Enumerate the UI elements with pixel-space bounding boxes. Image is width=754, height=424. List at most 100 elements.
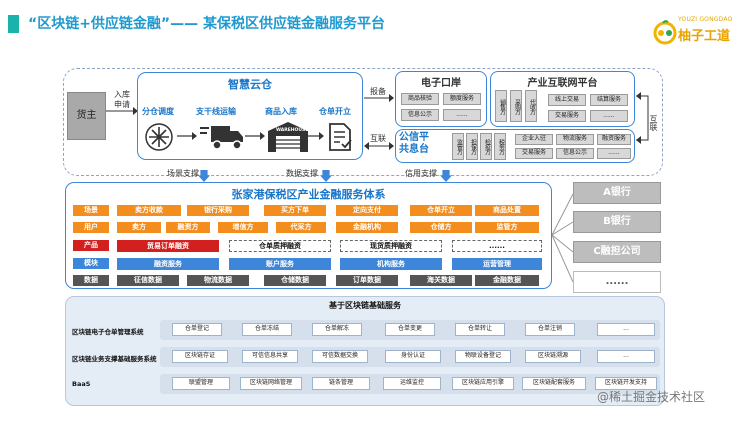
product-item: ......: [452, 240, 542, 252]
credit-support-label: 信用支撑: [405, 169, 437, 178]
user-item: 卖方: [117, 222, 161, 233]
system-cell: ...: [597, 350, 655, 363]
credit-cell: 企业入驻: [515, 134, 553, 145]
page-title: “区块链+供应链金融”—— 某保税区供应链金融服务平台: [28, 16, 386, 32]
step-inbound: 商品入库: [265, 107, 297, 116]
step-receipt: 仓单开立: [319, 107, 351, 116]
finance-system-title: 张家港保税区产业金融服务体系: [231, 188, 386, 201]
e-port-title: 电子口岸: [421, 78, 461, 89]
credit-role: 担保方: [466, 133, 478, 160]
system-cell: 区块链存证: [172, 350, 228, 363]
warehouse-sign: WAREHOUSE: [276, 128, 309, 133]
credit-platform-title: 公信平 共息台: [399, 132, 429, 156]
system-cell: 可信数据交换: [312, 350, 368, 363]
system-cell: 运维监控: [383, 377, 441, 390]
declare-label: 报备: [370, 87, 386, 96]
scene-item: 定向支付: [336, 205, 398, 216]
system-cell: 仓单冻结: [242, 323, 292, 336]
user-item: 融资方: [166, 222, 210, 233]
credit-platform-box: [395, 129, 635, 163]
right-interconnect-label: 互联: [649, 115, 658, 131]
system-cell: 可信信息共享: [242, 350, 298, 363]
product-item: 现货质押融资: [340, 240, 442, 252]
product-item: 仓单质押融资: [229, 240, 331, 252]
system-cell: 联盟管理: [172, 377, 230, 390]
row-tag-scene: 场景: [73, 205, 109, 216]
module-item: 融资服务: [117, 258, 219, 270]
platform-role: 代收方: [525, 90, 537, 122]
scene-support-label: 场景支撑: [167, 169, 199, 178]
data-item: 海关数据: [410, 275, 472, 286]
port-cell: 额度服务: [443, 93, 481, 105]
module-item: 机构服务: [340, 258, 442, 270]
bank-a: A银行: [573, 182, 661, 204]
system-cell: 链条管理: [312, 377, 370, 390]
system-cell: 区块链开发支持: [595, 377, 657, 390]
row-tag-data: 数据: [73, 275, 109, 286]
truck-icon: [200, 126, 243, 150]
smart-cloud-warehouse: [137, 72, 363, 160]
system-cell: 仓单变更: [385, 323, 435, 336]
logo: YOUZI GONGDAO 柚子工道: [652, 8, 744, 48]
data-item: 订单数据: [336, 275, 398, 286]
inbound-label-1: 入库: [114, 90, 130, 99]
blockchain-base-title: 基于区块链基础服务: [329, 301, 401, 310]
credit-cell: 交易服务: [515, 148, 553, 159]
inbound-arrow-icon: [106, 107, 138, 115]
right-interconnect-arrow-icon: [636, 92, 649, 144]
system-name: BaaS: [72, 380, 91, 388]
interconnect-arrow-icon: [364, 142, 394, 150]
system-cell: 仓单登记: [172, 323, 222, 336]
port-cell: 商品核验: [401, 93, 439, 105]
warehouse-icon: [268, 122, 308, 152]
system-cell: 仓单注销: [525, 323, 575, 336]
system-cell: 区块链网络管理: [240, 377, 302, 390]
scene-item: 卖方收款: [117, 205, 181, 216]
inbound-label-2: 申请: [114, 100, 130, 109]
user-item: 增信方: [218, 222, 268, 233]
flow-arrow-1-icon: [177, 132, 197, 140]
scene-item: 仓单开立: [410, 205, 472, 216]
product-item: 贸易订单融资: [117, 240, 219, 252]
system-cell: 区块链溯源: [525, 350, 581, 363]
credit-role: 税务方: [494, 133, 506, 160]
credit-title-line-2: 共息台: [399, 144, 429, 155]
system-name: 区块链业务支撑基础服务系统: [72, 355, 157, 363]
finance-system-box: [65, 182, 552, 289]
row-tag-module: 模块: [73, 258, 109, 269]
flow-arrow-3-icon: [308, 132, 324, 140]
platform-cell: 交易服务: [548, 110, 586, 122]
port-cell: ......: [443, 109, 481, 121]
step-dispatch: 分仓调度: [142, 107, 174, 116]
row-tag-product: 产品: [73, 240, 109, 251]
industry-platform-box: [490, 71, 635, 127]
bank-b: B银行: [573, 211, 661, 233]
credit-cell: 物流服务: [556, 134, 594, 145]
ecosystem-frame: [63, 68, 663, 176]
user-item: 金融机构: [336, 222, 398, 233]
platform-role: 采购方: [510, 90, 522, 122]
platform-cell: ......: [590, 110, 628, 122]
credit-role: 监管方: [452, 133, 464, 160]
watermark: @稀土掘金技术社区: [597, 390, 706, 404]
bank-connector-icon: [552, 193, 574, 283]
data-item: 物流数据: [187, 275, 249, 286]
system-cell: 身份认证: [385, 350, 441, 363]
cloud-title: 智慧云仓: [228, 78, 272, 91]
platform-role: 销售方: [495, 90, 507, 122]
system-cell: ...: [597, 323, 655, 336]
credit-role: 检疫方: [480, 133, 492, 160]
user-item: 代采方: [276, 222, 326, 233]
credit-cell: 融资服务: [597, 134, 631, 145]
move-arrows-icon: [145, 123, 173, 151]
scene-item: 商品处置: [475, 205, 539, 216]
interconnect-label: 互联: [370, 134, 386, 143]
module-item: 运营管理: [452, 258, 542, 270]
guarantee-c: C融担公司: [573, 241, 661, 263]
data-item: 仓储数据: [264, 275, 326, 286]
system-cell: 区块链配套服务: [522, 377, 586, 390]
module-item: 账户服务: [229, 258, 331, 270]
logo-small-text: YOUZI GONGDAO: [678, 16, 733, 23]
row-tag-users: 用户: [73, 222, 109, 233]
